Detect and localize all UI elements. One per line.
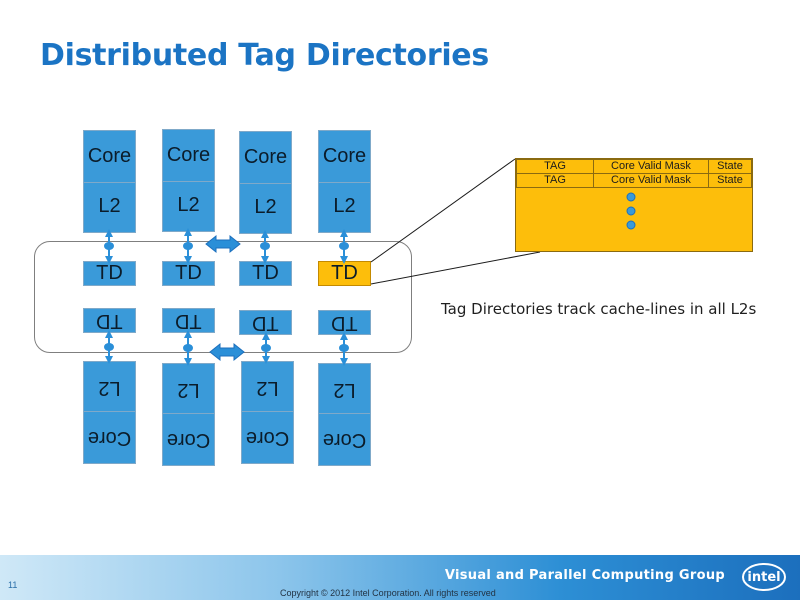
core-label: Core [163, 130, 214, 182]
l2-label: L2 [177, 194, 200, 217]
description-text: Tag Directories track cache-lines in all… [441, 300, 757, 318]
page-number: 11 [8, 580, 18, 590]
svg-text:intel: intel [747, 570, 780, 585]
node-dot [183, 344, 193, 352]
valid-mask-cell: Core Valid Mask [593, 173, 709, 188]
top-unit-1: Core L2 [83, 130, 136, 233]
node-dot [339, 242, 349, 250]
core-label: Core [84, 131, 135, 183]
tag-directory-detail: TAG Core Valid Mask State TAG Core Valid… [515, 158, 753, 252]
node-dot [104, 343, 114, 351]
tag-directory-highlighted: TD [318, 261, 371, 286]
table-row: TAG Core Valid Mask State [516, 173, 752, 188]
core-label: Core [240, 132, 291, 184]
ring-arrow-top [205, 234, 241, 254]
callout-line-top [370, 158, 516, 263]
callout-line-bottom [370, 251, 541, 285]
node-dot [183, 242, 193, 250]
tag-directory-top-3: TD [239, 261, 292, 286]
node-dot [261, 344, 271, 352]
tag-directory-top-2: TD [162, 261, 215, 286]
l2-label: L2 [254, 196, 277, 219]
l2-label: L2 [333, 195, 356, 218]
tag-entry-table: TAG Core Valid Mask State TAG Core Valid… [516, 159, 752, 188]
state-cell: State [708, 173, 752, 188]
group-name: Visual and Parallel Computing Group [444, 568, 725, 583]
slide-title: Distributed Tag Directories [40, 38, 489, 73]
tag-directory-top-1: TD [83, 261, 136, 286]
l2-label: L2 [98, 195, 121, 218]
node-dot [104, 242, 114, 250]
tag-directory-bottom-3: TD [239, 310, 292, 335]
footer-bar: 11 Visual and Parallel Computing Group C… [0, 555, 800, 600]
ring-arrow-bottom [209, 342, 245, 362]
tag-cell: TAG [516, 173, 594, 188]
top-unit-2: Core L2 [162, 129, 215, 232]
top-unit-4: Core L2 [318, 130, 371, 233]
state-cell: State [708, 159, 752, 174]
ellipsis-dots [626, 192, 636, 230]
node-dot [339, 344, 349, 352]
node-dot [260, 242, 270, 250]
copyright-text: Copyright © 2012 Intel Corporation. All … [280, 588, 496, 598]
core-label: Core [319, 131, 370, 183]
intel-logo-icon: intel [742, 563, 786, 591]
top-unit-3: Core L2 [239, 131, 292, 234]
